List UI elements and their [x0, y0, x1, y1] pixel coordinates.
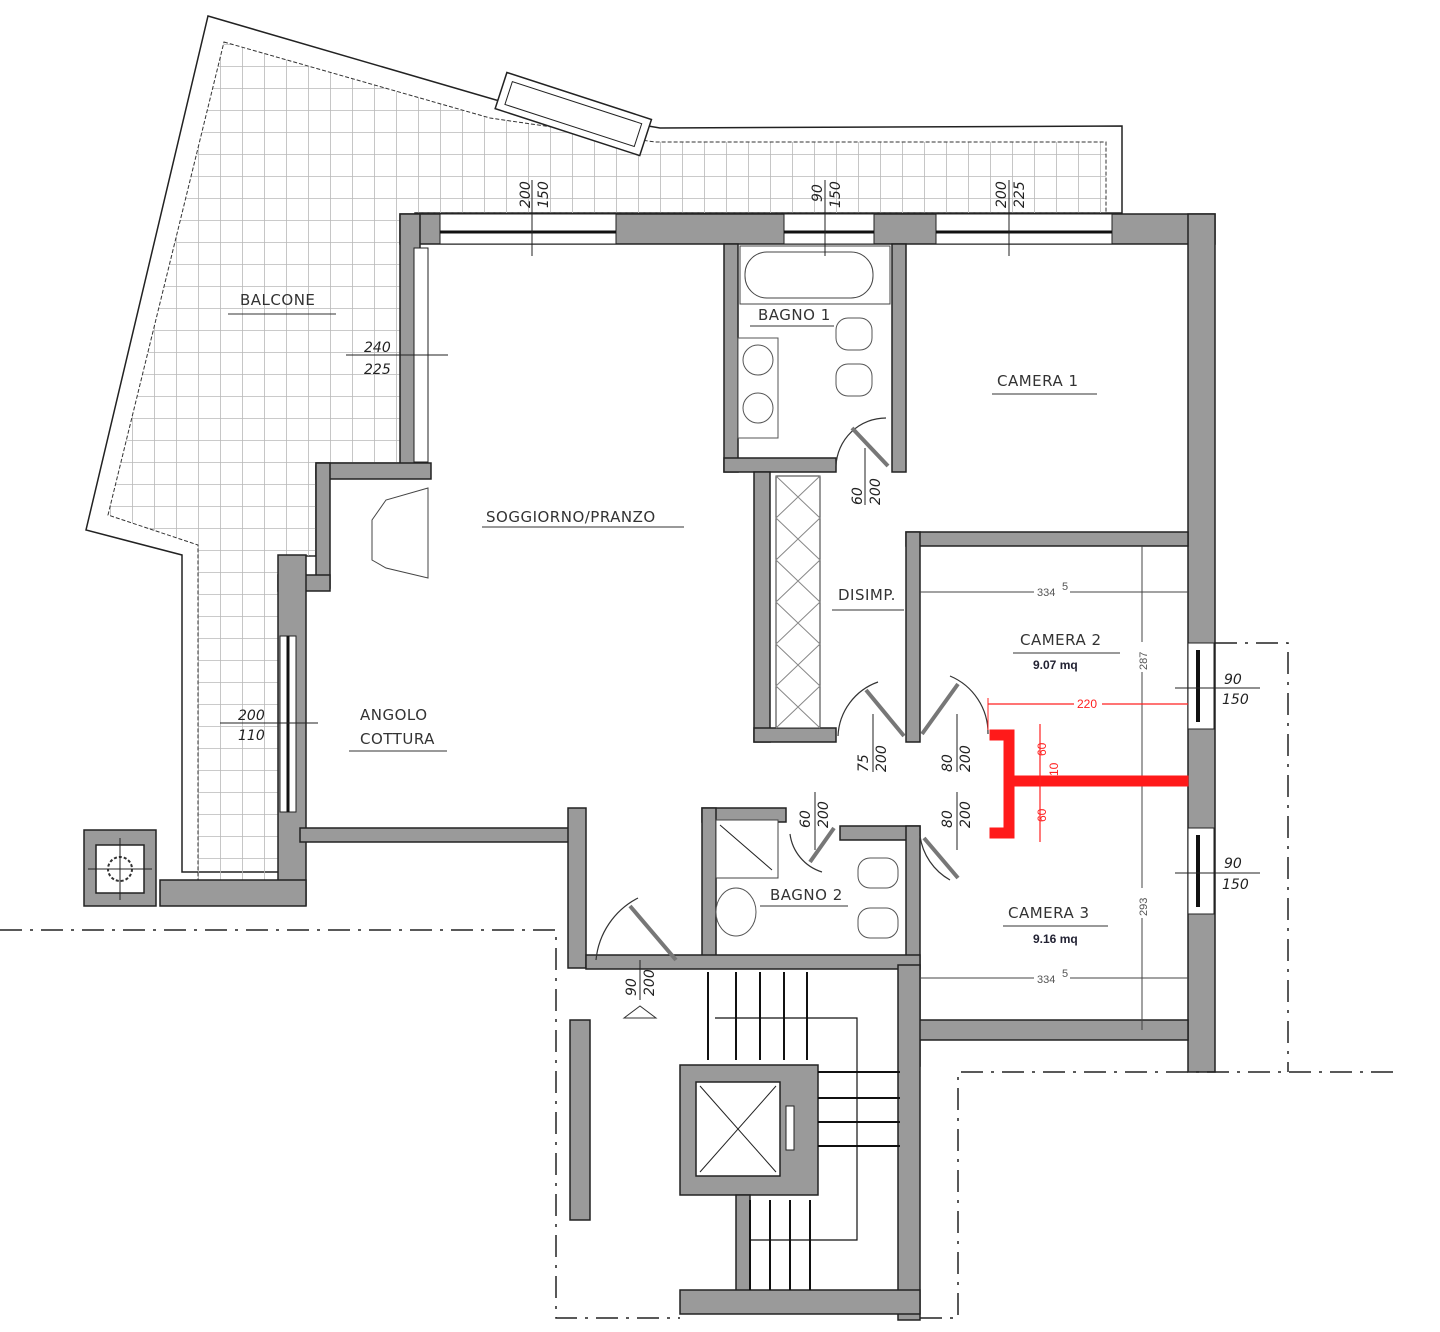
svg-text:80: 80: [940, 810, 956, 828]
svg-text:150: 150: [1222, 877, 1249, 893]
shower-icon: [715, 819, 779, 879]
svg-text:200: 200: [958, 801, 974, 828]
svg-text:150: 150: [536, 181, 552, 208]
svg-text:225: 225: [364, 362, 391, 378]
room-label-camera1: CAMERA 1: [997, 372, 1079, 390]
svg-text:90: 90: [1224, 672, 1242, 688]
dimension-lines: [920, 546, 1188, 1030]
toilet-bidet-icon: [857, 857, 899, 939]
room-labels: BALCONE SOGGIORNO/PRANZO ANGOLO COTTURA …: [228, 291, 1120, 946]
staircase: [707, 972, 900, 1290]
svg-text:287: 287: [1138, 652, 1150, 670]
room-label-disimp: DISIMP.: [838, 586, 896, 604]
svg-text:200: 200: [238, 708, 265, 724]
room-area-camera3: 9.16 mq: [1033, 932, 1078, 946]
svg-text:200: 200: [958, 745, 974, 772]
entrance-arrow-icon: [622, 1005, 658, 1019]
door-dimensions: 60 200 75 200 80 200 60 200 80 200 90 20…: [622, 448, 974, 1019]
svg-text:200: 200: [816, 801, 832, 828]
svg-text:75: 75: [856, 754, 872, 772]
toilet-icon: [835, 317, 873, 397]
door-swings: [595, 417, 989, 962]
svg-text:60: 60: [798, 810, 814, 828]
svg-text:10: 10: [1047, 762, 1061, 776]
svg-text:220: 220: [1077, 697, 1097, 711]
svg-text:200: 200: [874, 745, 890, 772]
room-dimensions: 334 5 287 334 5 293: [1034, 581, 1150, 986]
fireplace: [371, 487, 429, 579]
room-area-camera2: 9.07 mq: [1033, 658, 1078, 672]
room-label-angolo: ANGOLO: [360, 706, 428, 724]
svg-text:90: 90: [1224, 856, 1242, 872]
sink-icon: [715, 887, 757, 937]
svg-text:90: 90: [624, 978, 640, 996]
room-label-soggiorno: SOGGIORNO/PRANZO: [486, 508, 656, 526]
svg-text:110: 110: [238, 728, 265, 744]
svg-text:240: 240: [364, 340, 391, 356]
wardrobe: [775, 475, 821, 729]
svg-text:80: 80: [940, 754, 956, 772]
room-label-balcone: BALCONE: [240, 291, 315, 309]
chimney-icon: [83, 829, 157, 907]
svg-text:334: 334: [1037, 587, 1055, 599]
bathtub-icon: [739, 245, 891, 305]
modification-dimensions: 220 60 10 60: [1035, 697, 1102, 822]
svg-text:225: 225: [1012, 181, 1028, 208]
svg-text:293: 293: [1138, 898, 1150, 916]
svg-text:150: 150: [828, 181, 844, 208]
svg-text:5: 5: [1062, 968, 1068, 980]
svg-text:200: 200: [868, 478, 884, 505]
room-label-bagno1: BAGNO 1: [758, 306, 831, 324]
svg-text:150: 150: [1222, 692, 1249, 708]
svg-text:200: 200: [518, 181, 534, 208]
svg-text:200: 200: [642, 969, 658, 996]
svg-text:60: 60: [1035, 808, 1049, 822]
svg-text:5: 5: [1062, 581, 1068, 593]
property-lines: [0, 642, 1398, 1319]
svg-text:200: 200: [994, 181, 1010, 208]
room-label-cottura: COTTURA: [360, 730, 435, 748]
room-label-camera2: CAMERA 2: [1020, 631, 1102, 649]
svg-text:334: 334: [1037, 974, 1055, 986]
elevator-icon: [695, 1081, 795, 1177]
room-label-bagno2: BAGNO 2: [770, 886, 843, 904]
svg-text:90: 90: [810, 184, 826, 202]
svg-text:60: 60: [1035, 742, 1049, 756]
windows-top: [279, 213, 1215, 915]
planter-box: [494, 71, 653, 157]
sink-double-icon: [737, 337, 779, 439]
svg-text:60: 60: [850, 487, 866, 505]
room-label-camera3: CAMERA 3: [1008, 904, 1090, 922]
new-partition-wall: [987, 698, 1189, 842]
window-dimensions: 200 150 90 150 200 225 240 225 200 110 9…: [220, 180, 1260, 893]
